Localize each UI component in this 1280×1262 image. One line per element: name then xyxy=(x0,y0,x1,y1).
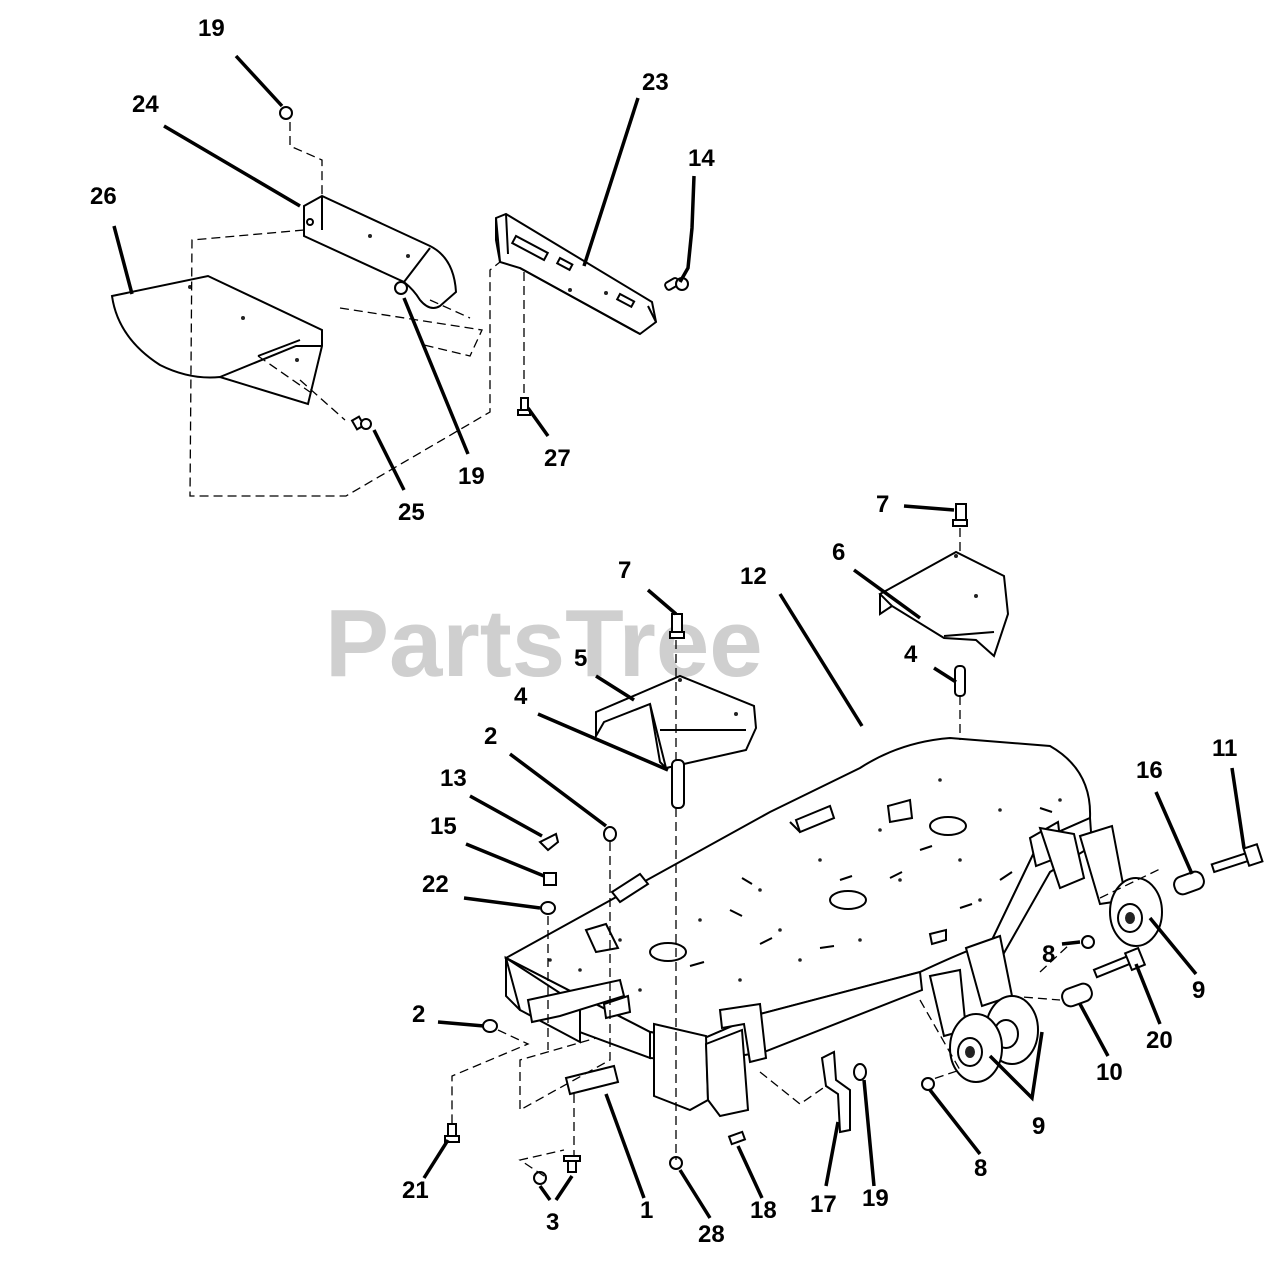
callout-9-right: 9 xyxy=(1192,977,1205,1004)
callout-10: 10 xyxy=(1096,1059,1123,1086)
callout-6: 6 xyxy=(832,539,845,566)
callout-8-right: 8 xyxy=(1042,941,1055,968)
mower-deck xyxy=(444,503,1264,1185)
clip-13 xyxy=(538,832,560,852)
front-guard xyxy=(526,978,626,1024)
callout-17: 17 xyxy=(810,1191,837,1218)
callout-15: 15 xyxy=(430,813,457,840)
callouts: 19 24 26 23 14 19 27 25 7 6 12 7 5 4 4 2… xyxy=(90,15,1237,1248)
callout-3: 3 xyxy=(546,1209,559,1236)
bushing-10 xyxy=(1061,982,1093,1008)
callout-20: 20 xyxy=(1146,1027,1173,1054)
bushing-16 xyxy=(1173,870,1205,896)
callout-7-left: 7 xyxy=(618,557,631,584)
callout-23: 23 xyxy=(642,69,669,96)
bolt-11 xyxy=(1210,843,1264,874)
upper-assembly xyxy=(110,106,689,497)
footrest-plate xyxy=(110,274,323,406)
washer-28 xyxy=(669,1156,683,1170)
watermark-text: PartsTree xyxy=(325,590,763,697)
callout-7-right: 7 xyxy=(876,491,889,518)
bolts-3 xyxy=(533,1155,581,1185)
deflector-6 xyxy=(878,550,1010,658)
callout-9-lower: 9 xyxy=(1032,1113,1045,1140)
callout-19-mid: 19 xyxy=(458,463,485,490)
callout-19-lower: 19 xyxy=(862,1185,889,1212)
nut-19-top xyxy=(279,106,293,120)
front-bracket-left xyxy=(653,1022,710,1112)
anti-scalp-wheel-front-b xyxy=(949,1013,1003,1083)
callout-12: 12 xyxy=(740,563,767,590)
callout-8-lower: 8 xyxy=(974,1155,987,1182)
nut-8-upper xyxy=(1081,935,1095,949)
callout-18: 18 xyxy=(750,1197,777,1224)
nut-8-lower xyxy=(921,1077,935,1091)
washer-19-mid xyxy=(394,281,408,295)
callout-2-top: 2 xyxy=(484,723,497,750)
spring-pin xyxy=(664,277,689,291)
footrest-bracket xyxy=(303,194,458,309)
bolt-21 xyxy=(444,1123,460,1143)
callout-22: 22 xyxy=(422,871,449,898)
watermark: PartsTree TM xyxy=(325,583,945,697)
footrest-plate-rib xyxy=(219,339,322,378)
nut-15 xyxy=(543,872,557,886)
callout-25: 25 xyxy=(398,499,425,526)
callout-27: 27 xyxy=(544,445,571,472)
rail-bracket xyxy=(495,212,658,336)
callout-28: 28 xyxy=(698,1221,725,1248)
washer-19-lower xyxy=(853,1063,867,1081)
washer-2-left xyxy=(482,1019,498,1033)
callout-16: 16 xyxy=(1136,757,1163,784)
nut-22 xyxy=(540,901,556,915)
callout-5: 5 xyxy=(574,645,587,672)
bolt-7-left xyxy=(669,613,685,639)
callout-26: 26 xyxy=(90,183,117,210)
pin-4-left xyxy=(671,759,685,809)
callout-2-left: 2 xyxy=(412,1001,425,1028)
bolt-18 xyxy=(727,1130,747,1146)
deck-top xyxy=(503,736,1092,1042)
bolt-27 xyxy=(517,397,531,416)
callout-13: 13 xyxy=(440,765,467,792)
callout-24: 24 xyxy=(132,91,159,118)
bolt-25 xyxy=(350,415,372,431)
anti-scalp-wheel-right xyxy=(1109,877,1163,947)
callout-leaders xyxy=(112,54,1246,1219)
washer-2-top xyxy=(603,826,617,842)
bolt-20 xyxy=(1092,946,1147,979)
bolt-7-right xyxy=(952,503,968,527)
callout-1: 1 xyxy=(640,1197,653,1224)
callout-19-top: 19 xyxy=(198,15,225,42)
callout-11: 11 xyxy=(1212,735,1237,762)
callout-21: 21 xyxy=(402,1177,429,1204)
bracket-17 xyxy=(820,1050,851,1134)
callout-4-left: 4 xyxy=(514,683,528,710)
callout-14: 14 xyxy=(688,145,715,172)
rear-wheel-bracket xyxy=(928,824,1128,1038)
callout-4-right: 4 xyxy=(904,641,918,668)
